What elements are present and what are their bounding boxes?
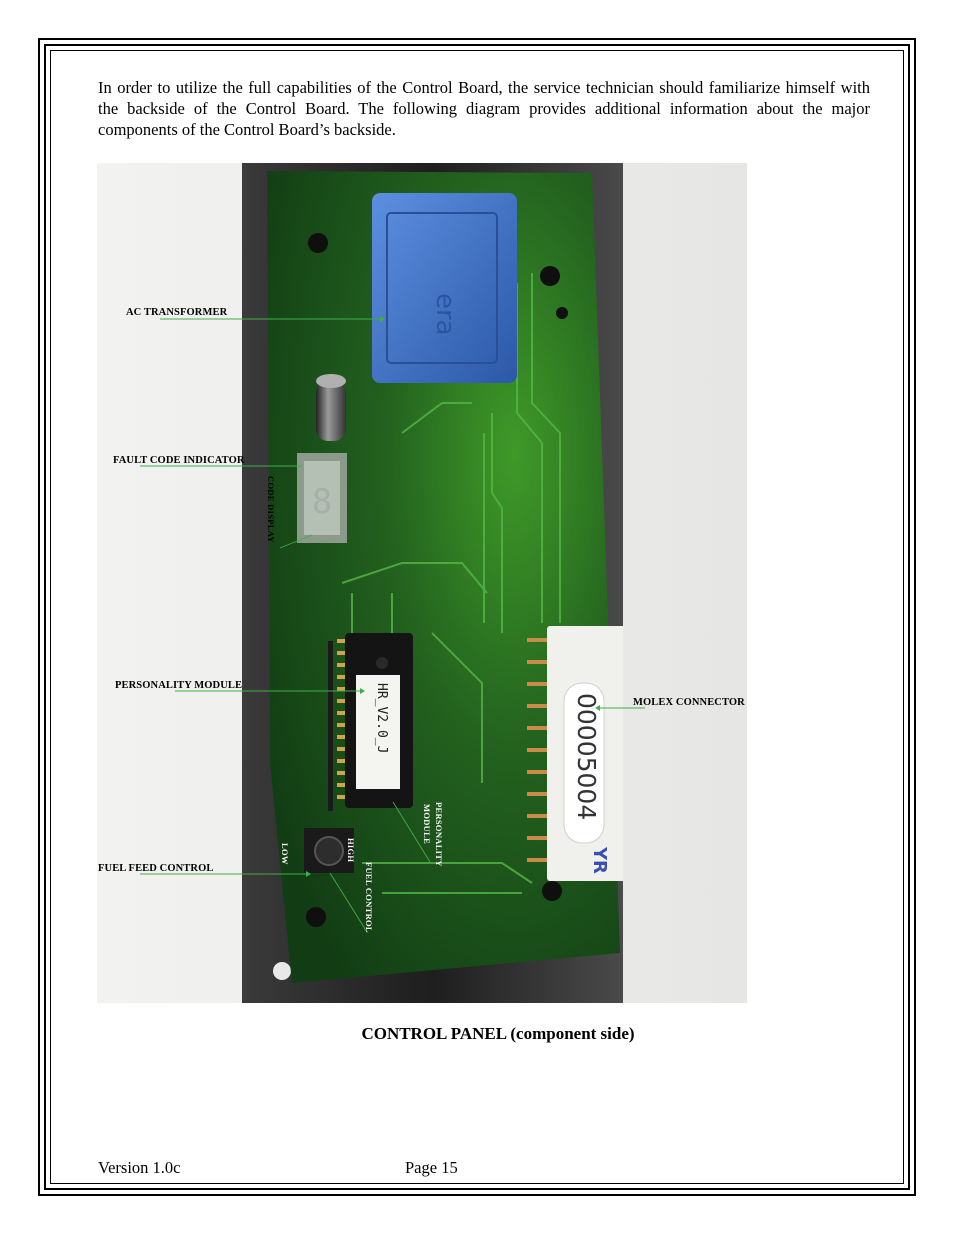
chip-label: HR_V2.0_J: [374, 683, 389, 753]
figure-caption: CONTROL PANEL (component side): [361, 1024, 635, 1043]
svg-text:era: era: [430, 293, 460, 336]
page-border-inner: [50, 50, 904, 1184]
svg-text:8: 8: [312, 482, 332, 522]
connector-tag: YR: [589, 846, 610, 874]
label-fuel-feed-control: FUEL FEED CONTROL: [98, 863, 214, 874]
label-fault-code-indicator: FAULT CODE INDICATOR: [113, 455, 245, 466]
control-board-photo: era 8 HR_V2.0_J 00005004 YR: [242, 163, 623, 1003]
label-high: HIGH: [346, 838, 356, 863]
label-personality-module: PERSONALITY MODULE: [115, 680, 243, 691]
label-personality-line2: MODULE: [422, 804, 432, 845]
page-border-middle: [44, 44, 910, 1190]
label-low: LOW: [280, 843, 290, 865]
label-code-display: CODE DISPLAY: [266, 476, 276, 543]
connector-number: 00005004: [572, 693, 601, 820]
label-ac-transformer: AC TRANSFORMER: [126, 307, 228, 318]
label-personality-line1: PERSONALITY: [434, 802, 444, 867]
footer-page-number: Page 15: [405, 1158, 458, 1177]
label-molex-connector: MOLEX CONNECTOR: [633, 697, 745, 708]
page-border-outer: [38, 38, 916, 1196]
label-fuel-control: FUEL CONTROL: [364, 862, 374, 933]
footer-version: Version 1.0c: [98, 1158, 181, 1177]
intro-paragraph: In order to utilize the full capabilitie…: [98, 78, 870, 139]
